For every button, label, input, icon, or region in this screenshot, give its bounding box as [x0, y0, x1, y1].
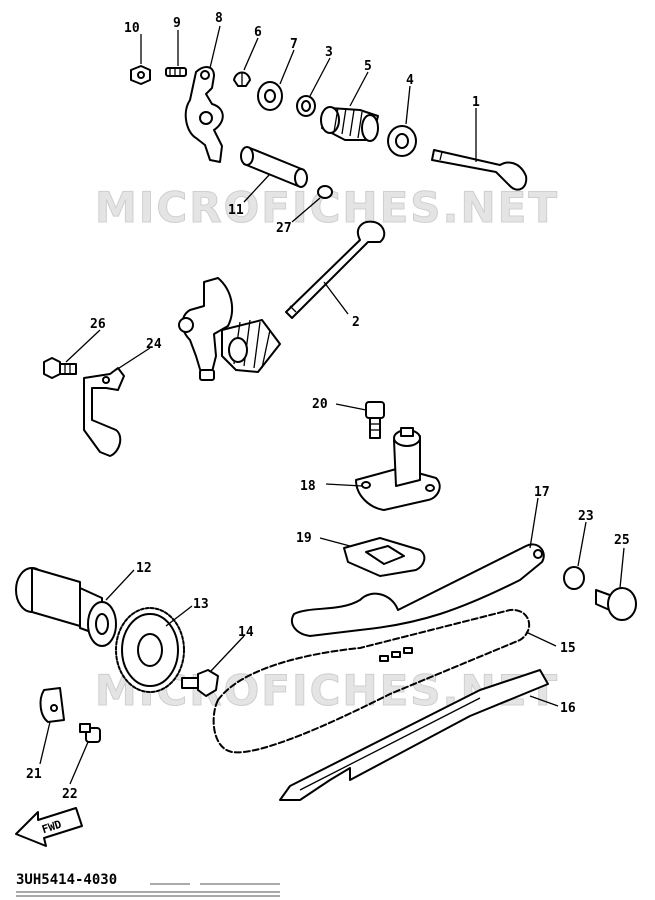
part-23-o-ring[interactable] [563, 566, 585, 590]
callout-1: 1 [472, 95, 480, 110]
drawing-code: 3UH5414-4030 [16, 872, 117, 888]
callout-24: 25 [614, 533, 630, 548]
part-3-stem-seal[interactable] [296, 95, 316, 117]
part-16-chain-guide-lower[interactable] [279, 669, 549, 801]
part-14-bolt[interactable] [181, 669, 219, 697]
fine-print-marks [16, 883, 280, 897]
part-4-spring-seat[interactable] [387, 125, 417, 157]
fwd-arrow: FWD [15, 807, 83, 847]
callout-8: 8 [215, 11, 223, 26]
callout-10: 10 [124, 21, 140, 36]
callout-6: 6 [254, 25, 262, 40]
callout-16: 16 [560, 701, 576, 716]
part-rocker-assembly-exhaust[interactable] [178, 277, 281, 381]
chain-links [379, 647, 413, 662]
part-12-camshaft[interactable] [15, 567, 117, 647]
part-8-rocker-arm[interactable] [184, 66, 224, 163]
callout-26: 26 [90, 317, 106, 332]
callout-13: 13 [193, 597, 209, 612]
callout-17: 17 [534, 485, 550, 500]
callout-4: 4 [406, 73, 414, 88]
callout-19: 19 [296, 531, 312, 546]
part-1-intake-valve[interactable] [431, 149, 528, 191]
part-19-gasket[interactable] [343, 537, 426, 577]
part-25-bolt[interactable] [595, 587, 637, 621]
part-10-nut[interactable] [130, 65, 151, 85]
part-11-rocker-shaft[interactable] [240, 146, 308, 188]
callouts: 1 2 3 4 5 6 7 8 9 10 11 12 13 14 15 16 1… [26, 11, 630, 802]
callout-2: 2 [352, 315, 360, 330]
callout-7: 7 [290, 37, 298, 52]
part-21-plate[interactable] [39, 687, 65, 723]
part-20-bolt[interactable] [365, 401, 385, 439]
part-6-valve-cotter[interactable] [233, 71, 251, 87]
callout-5: 5 [364, 59, 372, 74]
part-24-bracket[interactable] [83, 367, 125, 457]
callout-14: 14 [238, 625, 254, 640]
part-7-valve-retainer[interactable] [257, 81, 283, 111]
part-22-bolt[interactable] [79, 723, 101, 743]
callout-27: 27 [276, 221, 292, 236]
part-18-chain-tensioner[interactable] [355, 427, 441, 511]
part-27-o-ring[interactable] [317, 185, 333, 199]
part-13-cam-sprocket[interactable] [115, 607, 185, 693]
callout-11: 11 [228, 203, 244, 218]
callout-3: 3 [325, 45, 333, 60]
callout-12: 12 [136, 561, 152, 576]
part-15-cam-chain[interactable] [212, 608, 531, 754]
callout-15: 15 [560, 641, 576, 656]
callout-20: 20 [312, 397, 328, 412]
callout-9: 9 [173, 16, 181, 31]
part-17-chain-guide[interactable] [291, 543, 545, 637]
part-26-bolt[interactable] [43, 357, 77, 379]
leader-lines [39, 25, 625, 785]
callout-24b: 24 [146, 337, 162, 352]
part-9-adjust-screw[interactable] [165, 67, 187, 77]
callout-22: 22 [62, 787, 78, 802]
part-5-valve-spring[interactable] [320, 106, 379, 142]
part-2-exhaust-valve[interactable] [285, 220, 386, 319]
callout-18: 18 [300, 479, 316, 494]
callout-21: 21 [26, 767, 42, 782]
fwd-label: FWD [40, 818, 63, 837]
callout-23: 23 [578, 509, 594, 524]
